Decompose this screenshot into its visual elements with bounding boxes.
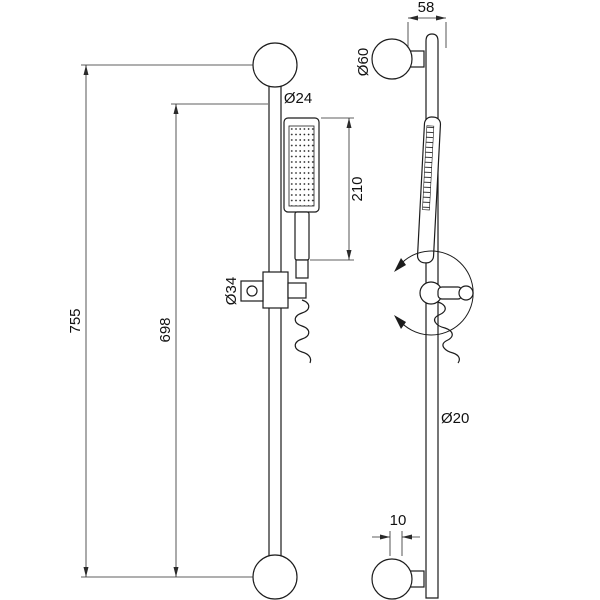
front-view: 755 698 210 Ø24 Ø34 — [67, 42, 366, 600]
spray-face-edge — [422, 125, 435, 211]
dim-label-10: 10 — [390, 512, 407, 529]
dim-label-698: 698 — [157, 317, 174, 342]
dim-label-d34: Ø34 — [223, 277, 240, 305]
holder-arm-front — [287, 282, 307, 299]
dim-label-d20: Ø20 — [441, 410, 469, 427]
rotation-arrow-bottom — [394, 315, 406, 329]
dim-label-58: 58 — [418, 0, 435, 16]
handset-side — [416, 116, 442, 264]
hose-nut-front — [295, 259, 309, 279]
top-flange-front — [252, 42, 298, 88]
bottom-flange-front — [252, 554, 298, 600]
lock-knob-cap-side — [458, 285, 474, 301]
dim-label-d60: Ø60 — [355, 48, 372, 76]
rotation-arc — [398, 250, 474, 336]
side-view: 58 Ø60 Ø20 10 — [355, 0, 474, 600]
rail-bar-front — [268, 64, 282, 578]
slider-body-front — [262, 271, 289, 309]
rotation-arrow-top — [394, 258, 406, 272]
dim-label-755: 755 — [67, 308, 84, 333]
dim-label-d24: Ø24 — [284, 90, 312, 107]
knob-detail-front — [246, 285, 258, 297]
spiral-hose-side — [433, 301, 460, 364]
bottom-flange-side — [371, 558, 413, 600]
handset-handle-front — [294, 211, 310, 261]
dim-label-210: 210 — [349, 176, 366, 201]
top-flange-side — [371, 38, 413, 80]
spiral-hose-front — [294, 299, 312, 364]
spray-face-dots — [288, 125, 315, 207]
lock-knob-rod-side — [437, 286, 463, 300]
